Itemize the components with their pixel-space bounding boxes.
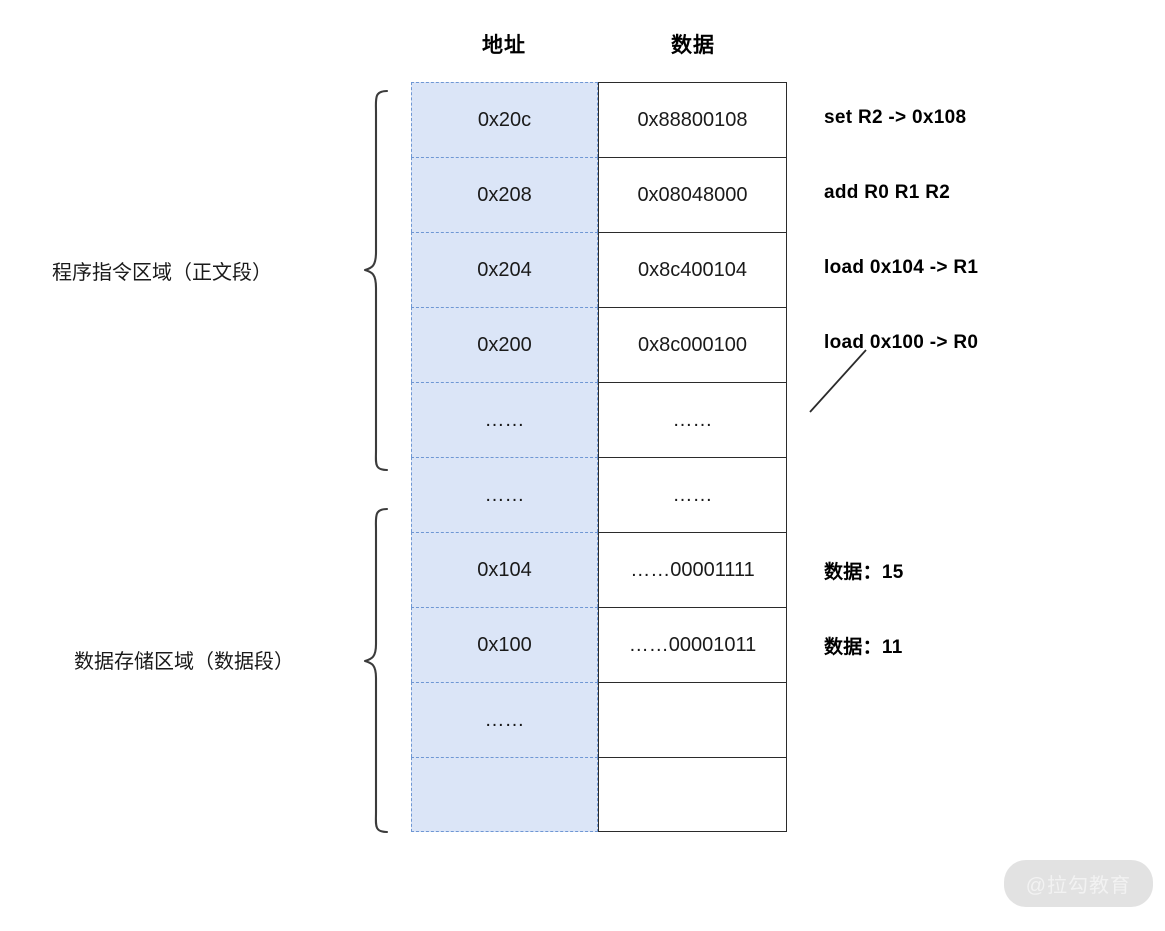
column-header-address: 地址 <box>482 34 526 57</box>
table-row: 0x104……00001111 <box>411 532 787 607</box>
memory-address-cell: 0x104 <box>411 532 598 607</box>
table-row: …… <box>411 682 787 757</box>
memory-data-cell: 0x88800108 <box>598 82 787 157</box>
memory-data-cell: ……00001011 <box>598 607 787 682</box>
brace-data-segment <box>363 507 389 834</box>
column-header-data: 数据 <box>671 34 715 57</box>
row-annotation: load 0x100 -> R0 <box>824 331 979 353</box>
memory-data-cell: ……00001111 <box>598 532 787 607</box>
memory-address-cell: 0x20c <box>411 82 598 157</box>
memory-data-cell: 0x08048000 <box>598 157 787 232</box>
memory-data-cell <box>598 757 787 832</box>
memory-address-cell: …… <box>411 382 598 457</box>
table-row: 0x100……00001011 <box>411 607 787 682</box>
brace-text-segment <box>363 89 389 472</box>
row-annotation: load 0x104 -> R1 <box>824 256 979 278</box>
leader-line <box>809 349 867 413</box>
memory-address-cell: 0x100 <box>411 607 598 682</box>
region-label-data-segment: 数据存储区域（数据段） <box>74 651 294 673</box>
region-label-text-segment: 程序指令区域（正文段） <box>52 262 272 284</box>
row-annotation: 数据：15 <box>824 561 904 583</box>
table-row <box>411 757 787 832</box>
row-annotation: set R2 -> 0x108 <box>824 106 967 128</box>
memory-address-cell: …… <box>411 457 598 532</box>
memory-data-cell: 0x8c400104 <box>598 232 787 307</box>
memory-address-cell <box>411 757 598 832</box>
memory-address-cell: 0x208 <box>411 157 598 232</box>
memory-data-cell: 0x8c000100 <box>598 307 787 382</box>
memory-address-cell: …… <box>411 682 598 757</box>
memory-data-cell <box>598 682 787 757</box>
table-row: ………… <box>411 457 787 532</box>
row-annotation: add R0 R1 R2 <box>824 181 951 203</box>
row-annotation: 数据：11 <box>824 636 903 658</box>
memory-data-cell: …… <box>598 382 787 457</box>
memory-data-cell: …… <box>598 457 787 532</box>
memory-address-cell: 0x204 <box>411 232 598 307</box>
table-row: ………… <box>411 382 787 457</box>
watermark: @拉勾教育 <box>1003 860 1153 907</box>
memory-address-cell: 0x200 <box>411 307 598 382</box>
